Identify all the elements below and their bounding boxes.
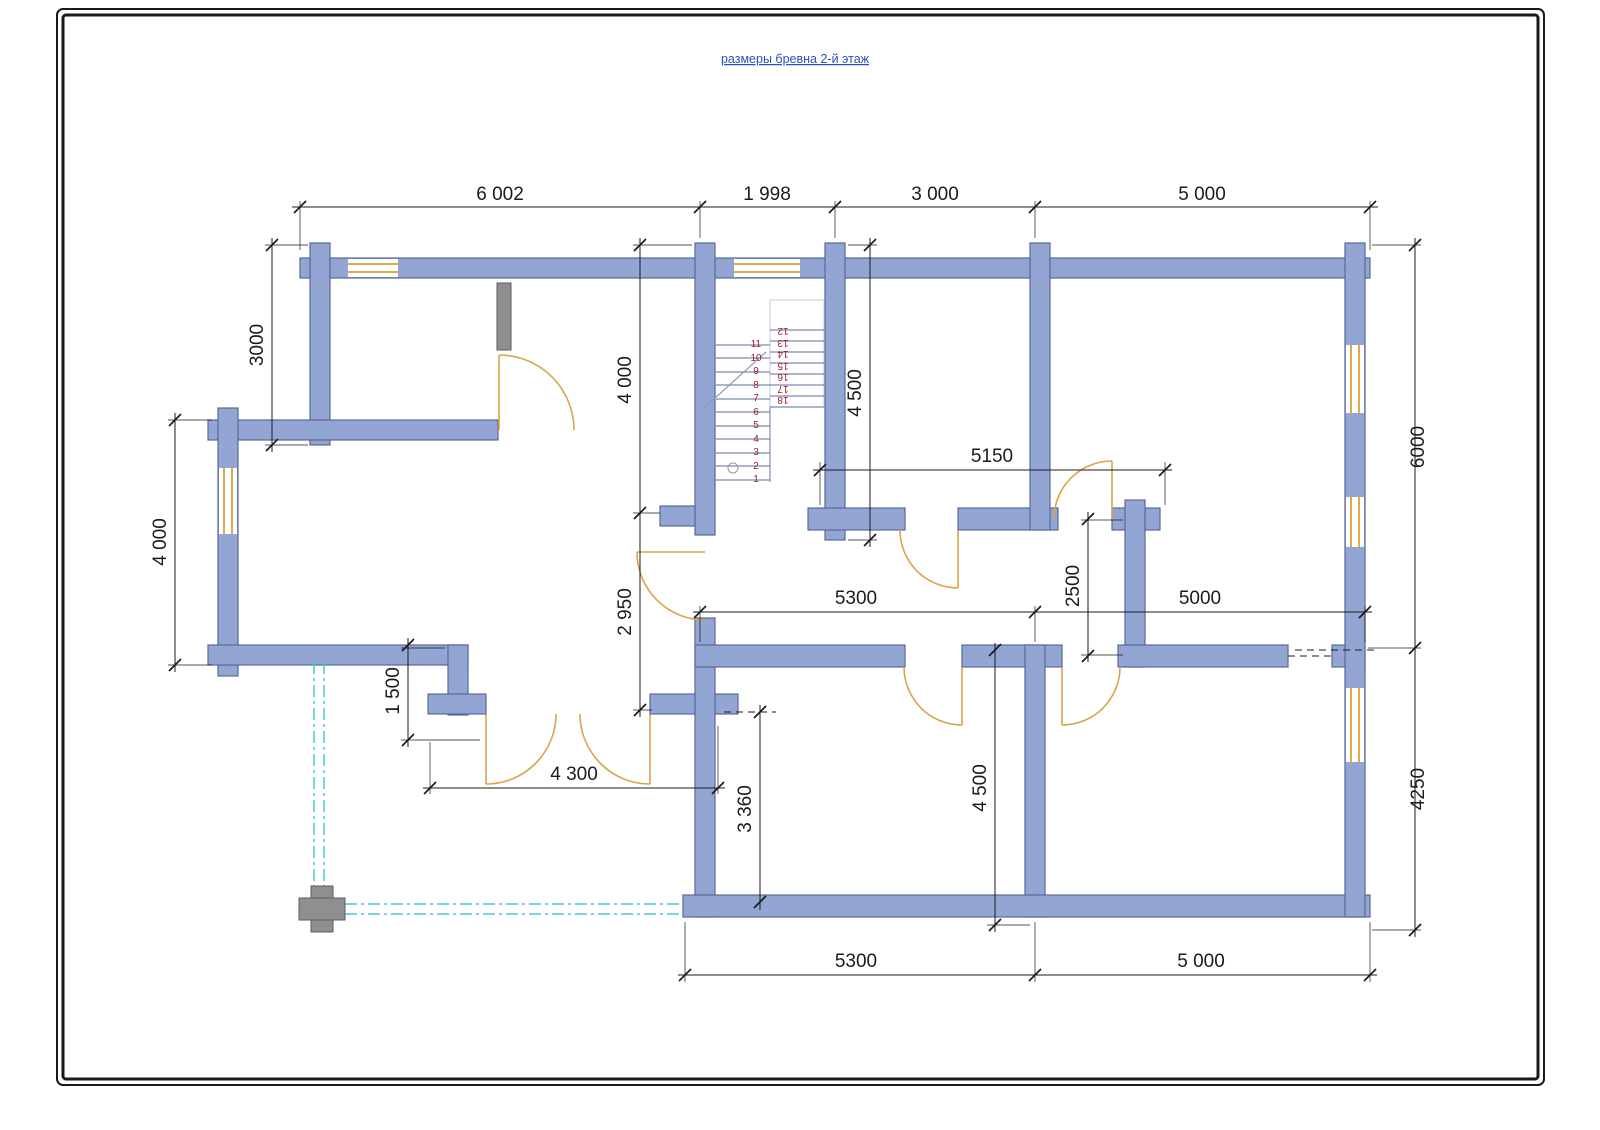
wall-segment xyxy=(1124,499,1146,668)
stair-step-number: 1 xyxy=(753,474,759,485)
door-swing xyxy=(498,354,575,431)
door-swing xyxy=(899,529,959,589)
stair-step-number: 3 xyxy=(753,447,759,458)
dimension-ticks xyxy=(168,200,1422,982)
window xyxy=(1346,345,1364,413)
staircase: 1 2 3 4 5 6 7 8 9 10 11 12 13 14 15 16 1… xyxy=(703,299,825,485)
double-door-swing xyxy=(485,713,651,785)
stair-step-number: 10 xyxy=(750,353,762,364)
dimension-label: 4 000 xyxy=(150,518,171,566)
stair-treads xyxy=(716,329,824,481)
stair-break-line xyxy=(703,351,767,409)
terrace-outline xyxy=(313,662,683,915)
dimension-label: 4 500 xyxy=(845,369,866,417)
wall-segment xyxy=(1024,644,1046,918)
door-swing xyxy=(903,666,963,726)
dimension-label: 1 998 xyxy=(743,184,791,205)
drawing-title: размеры бревна 2-й этаж xyxy=(721,52,870,66)
wall-segment xyxy=(694,242,716,536)
stair-step-number: 12 xyxy=(777,325,789,336)
dimension-label: 3000 xyxy=(247,324,268,366)
doors xyxy=(485,354,1121,785)
stair-step-number: 6 xyxy=(753,407,759,418)
dimension-label: 4 000 xyxy=(615,356,636,404)
stair-step-number: 2 xyxy=(753,461,759,472)
dimension-labels: 6 002 1 998 3 000 5 000 3000 4 000 1 500… xyxy=(150,184,1429,972)
door-swing xyxy=(1053,460,1113,520)
dimension-label: 4250 xyxy=(1408,768,1429,810)
dimension-label: 2 950 xyxy=(615,588,636,636)
drawing-frame xyxy=(56,8,1545,1086)
window xyxy=(219,468,237,534)
stair-step-number: 11 xyxy=(751,339,762,350)
stair-step-number: 13 xyxy=(777,337,789,348)
wall-segment xyxy=(1344,242,1366,918)
wall-segment xyxy=(807,507,906,531)
stair-step-number: 16 xyxy=(777,371,789,382)
wall-segment xyxy=(1029,242,1051,531)
door-swing xyxy=(636,551,706,621)
wall-segment xyxy=(207,419,499,441)
dimension-extension-lines xyxy=(168,201,1421,982)
dimension-label: 3 000 xyxy=(911,184,959,205)
stair-step-number: 14 xyxy=(777,348,789,359)
stair-step-number: 17 xyxy=(777,383,789,394)
dimension-label: 5 000 xyxy=(1178,184,1226,205)
wall-segment xyxy=(649,693,739,715)
wall-segment xyxy=(427,693,487,715)
wall-segment xyxy=(659,505,696,527)
stair-step-number: 5 xyxy=(753,420,759,431)
stair-step-number: 8 xyxy=(753,380,759,391)
wall-segment xyxy=(682,894,1371,918)
dimension-label: 5300 xyxy=(835,588,877,609)
dimension-label: 2500 xyxy=(1063,565,1084,607)
dimension-label: 4 300 xyxy=(550,764,598,785)
windows xyxy=(219,259,1364,762)
stair-step-number: 9 xyxy=(753,366,759,377)
dimension-label: 5000 xyxy=(1179,588,1221,609)
wall-openings xyxy=(724,649,1375,713)
dimension-label: 5150 xyxy=(971,446,1013,467)
dimension-label: 6000 xyxy=(1408,426,1429,468)
window xyxy=(734,259,800,277)
stair-step-number: 4 xyxy=(753,434,759,445)
cross-column xyxy=(298,885,346,933)
stair-step-number: 15 xyxy=(777,360,789,371)
wall-segment xyxy=(824,242,846,541)
dimension-lines xyxy=(174,206,1416,976)
wall-segment xyxy=(694,644,906,668)
wall-segment xyxy=(217,407,239,677)
dimension-label: 5 000 xyxy=(1177,951,1225,972)
window xyxy=(348,259,398,277)
stair-newel-post xyxy=(727,462,739,474)
dimension-label: 5300 xyxy=(835,951,877,972)
stair-step-number: 7 xyxy=(753,393,759,404)
dimension-label: 6 002 xyxy=(476,184,524,205)
wall-segment xyxy=(1117,644,1289,668)
window xyxy=(1346,688,1364,762)
stair-step-number: 18 xyxy=(777,394,789,405)
chimney-stub xyxy=(496,282,512,351)
dimension-label: 4 500 xyxy=(970,764,991,812)
window xyxy=(1346,497,1364,547)
wall-segment xyxy=(961,644,1063,668)
dimension-label: 3 360 xyxy=(735,785,756,833)
door-swing xyxy=(1061,666,1121,726)
stair-step-numbers: 1 2 3 4 5 6 7 8 9 10 11 12 13 14 15 16 1… xyxy=(750,325,788,485)
wall-segment xyxy=(309,242,331,446)
dimension-label: 1 500 xyxy=(383,667,404,715)
